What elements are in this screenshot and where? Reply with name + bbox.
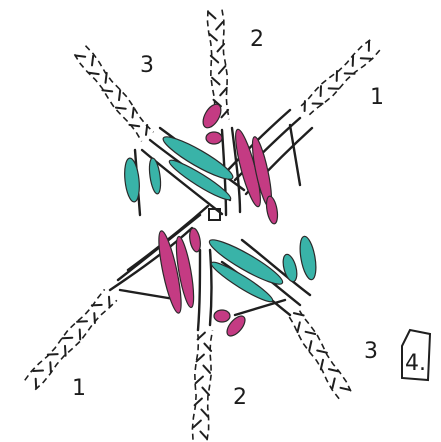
braid-bottom-right	[288, 308, 351, 399]
braid-bottom-left-edge	[25, 289, 105, 380]
pink-loop-lower-3	[188, 227, 202, 252]
braid-top-left-link	[75, 56, 85, 57]
braid-bottom-left	[25, 289, 117, 389]
braid-top-left-link	[129, 125, 139, 126]
braid-top-right	[299, 40, 380, 117]
braid-bottom-right-link	[309, 341, 311, 351]
step-number-badge: 4.	[402, 330, 430, 380]
braid-top-left-link	[89, 73, 99, 74]
braid-bottom-right-link	[321, 360, 323, 370]
braid-top-center-link	[209, 34, 217, 41]
braid-top-left-link	[92, 56, 93, 66]
braid-bottom-center-link	[202, 388, 209, 395]
braid-bottom-right-edge	[298, 308, 351, 392]
braid-bottom-left-link	[50, 362, 51, 372]
pink-loop-bottom-small	[214, 310, 230, 322]
label-top-right: 1	[370, 85, 384, 110]
teal-loop-right-1	[281, 253, 300, 283]
braid-top-right-edge	[299, 40, 371, 108]
braid-top-center-edge	[222, 10, 229, 120]
pink-loop-top-small-2	[206, 132, 222, 144]
label-top-center: 2	[250, 27, 264, 52]
braid-bottom-center-link	[203, 366, 210, 373]
braid-top-right-edge	[307, 50, 380, 117]
braid-bottom-right-link	[298, 322, 300, 332]
braid-top-left-link	[106, 73, 107, 83]
braid-top-center-edge	[208, 10, 215, 120]
braid-top-left-link	[116, 108, 126, 109]
braid-top-center-link	[216, 22, 223, 29]
braid-bottom-center	[192, 330, 212, 441]
teal-loop-left-1	[123, 157, 142, 202]
braid-bottom-left-link	[65, 346, 66, 356]
label-bottom-center: 2	[233, 385, 247, 410]
teal-loop-left-2	[148, 157, 163, 194]
braid-top-left-link	[119, 90, 120, 100]
braid-top-center-link	[212, 78, 219, 85]
braid-bottom-left-link	[48, 354, 58, 355]
braid-bottom-center-link	[200, 432, 207, 439]
braid-top-center	[208, 10, 230, 121]
braid-bottom-right-link	[329, 369, 339, 371]
braid-bottom-left-link	[33, 371, 43, 372]
braid-top-left-link	[133, 108, 134, 118]
step-number: 4.	[405, 351, 426, 376]
braid-bottom-left-link	[109, 297, 110, 307]
braid-bottom-left-link	[94, 313, 95, 323]
pink-loop-upper-3	[265, 195, 280, 224]
braid-top-center-link	[208, 12, 215, 19]
braid-bottom-left-link	[92, 305, 102, 306]
label-bottom-left: 1	[72, 376, 86, 401]
braid-bottom-right-link	[317, 351, 327, 353]
braid-top-left-link	[102, 90, 112, 91]
braid-bottom-right-link	[306, 332, 316, 334]
label-bottom-right: 3	[364, 339, 378, 364]
braid-bottom-left-link	[80, 330, 81, 340]
braid-top-left-edge	[75, 54, 142, 141]
label-top-left: 3	[140, 53, 154, 78]
teal-loop-right-2	[297, 235, 318, 281]
braid-bottom-left-link	[77, 321, 87, 322]
braid-bottom-center-link	[201, 410, 208, 417]
braid-top-center-link	[219, 66, 226, 73]
braid-bottom-center-link	[196, 377, 203, 384]
braid-top-center-link	[222, 110, 229, 117]
braid-bottom-left-link	[63, 338, 73, 339]
braid-bottom-right-edge	[288, 314, 340, 399]
braid-bottom-right-link	[332, 379, 334, 389]
braid-bottom-left-link	[36, 379, 37, 389]
braid-top-left-link	[146, 125, 147, 135]
braid-bottom-center-link	[194, 421, 201, 428]
